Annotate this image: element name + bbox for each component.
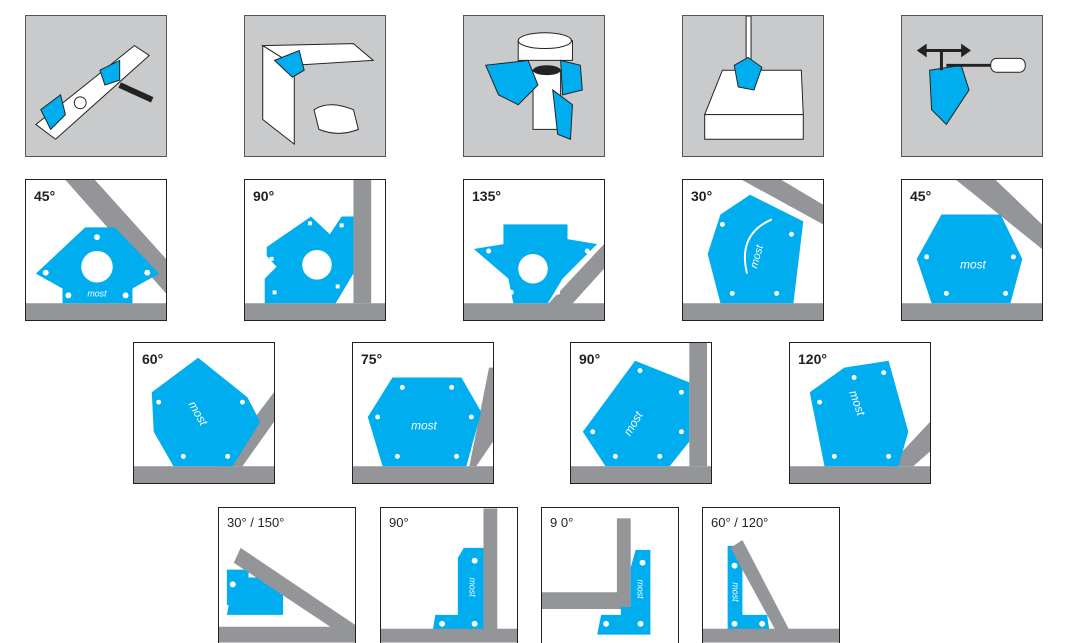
angle-label: 90°: [253, 188, 275, 204]
magnet-45-illustration: most: [26, 180, 166, 320]
welding-corner-icon: [35, 44, 154, 140]
brand-logo: most: [960, 258, 986, 272]
magnet-panel-90b: 90° most: [570, 342, 712, 484]
usage-rod-holding: [682, 15, 824, 157]
magnet-90-outer-illustration: most: [542, 518, 651, 635]
brand-logo: most: [411, 419, 437, 433]
magnet-panel-60-120: 60° / 120° most: [702, 507, 840, 643]
angle-label: 30° / 150°: [227, 515, 285, 530]
magnet-30-illustration: most: [683, 180, 823, 320]
angle-label: 90°: [579, 351, 601, 367]
magnet-45b-illustration: most: [902, 180, 1042, 320]
magnet-135-illustration: [464, 224, 604, 320]
magnet-panel-30: 30° most: [682, 179, 824, 321]
magnet-panel-30-150: 30° / 150° most: [218, 507, 356, 643]
magnet-30-150-illustration: most: [219, 547, 355, 643]
magnet-90b-illustration: most: [571, 343, 711, 483]
magnet-panel-135: 135°: [463, 179, 605, 321]
brand-logo: most: [468, 577, 478, 597]
angle-label: 120°: [798, 351, 827, 367]
angle-label: 60° / 120°: [711, 515, 769, 530]
magnet-panel-45: 45° most: [25, 179, 167, 321]
brand-logo: most: [87, 288, 107, 298]
angle-label: 75°: [361, 351, 383, 367]
usage-screwdriver-release: [901, 15, 1043, 157]
usage-welding-corner: [25, 15, 167, 157]
angle-label: 9 0°: [550, 515, 574, 530]
folding-sheet-icon: [261, 43, 375, 146]
angle-label: 45°: [34, 188, 56, 204]
brand-logo: most: [253, 619, 273, 629]
rod-holding-icon: [703, 16, 804, 140]
magnet-panel-75: 75° most: [352, 342, 494, 484]
usage-pipe-holding: [463, 15, 605, 157]
angle-label: 135°: [472, 188, 501, 204]
angle-label: 30°: [691, 188, 713, 204]
magnet-panel-120: 120° most: [789, 342, 931, 484]
brand-logo: most: [731, 582, 741, 602]
screwdriver-release-icon: [916, 43, 1026, 126]
angle-label: 45°: [910, 188, 932, 204]
pipe-holding-icon: [484, 32, 583, 140]
magnet-120-illustration: most: [790, 360, 930, 483]
angle-label: 90°: [389, 515, 409, 530]
usage-folding-sheet: [244, 15, 386, 157]
brand-logo: most: [636, 579, 646, 599]
magnet-panel-45b: 45° most: [901, 179, 1043, 321]
magnet-60-120-illustration: most: [703, 540, 839, 643]
magnet-75-illustration: most: [353, 367, 493, 483]
magnet-panel-90-outer: 9 0° most: [541, 507, 679, 643]
magnet-60-illustration: most: [134, 357, 274, 483]
magnet-panel-60: 60° most: [133, 342, 275, 484]
angle-label: 60°: [142, 351, 164, 367]
magnet-90-inner-illustration: most: [381, 508, 517, 643]
magnet-panel-90: 90°: [244, 179, 386, 321]
magnet-panel-90-inner: 90° most: [380, 507, 518, 643]
magnet-90-illustration: [245, 180, 385, 320]
